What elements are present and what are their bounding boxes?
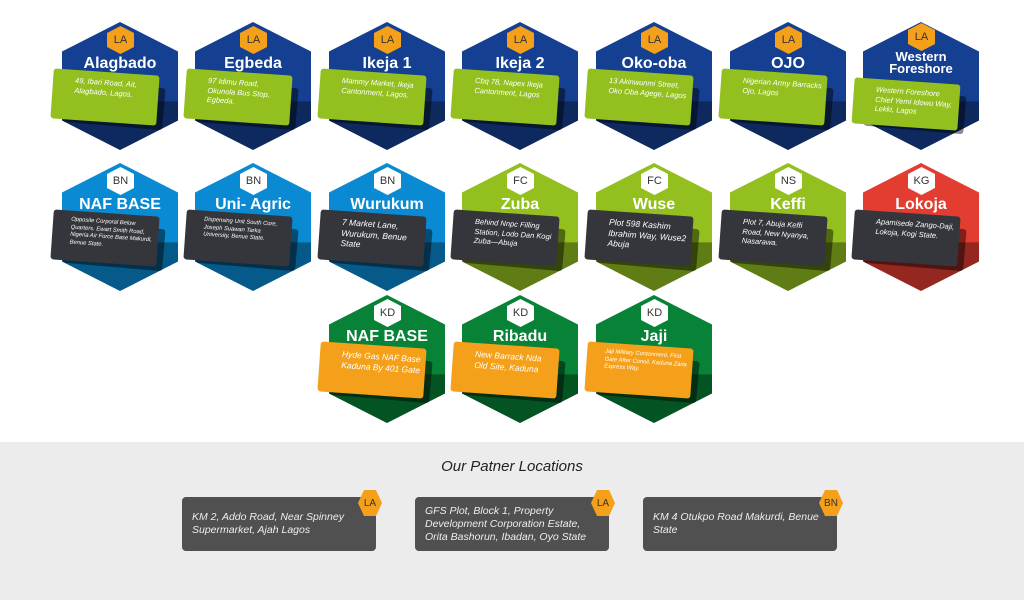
location-card: LA Nigerian Army Barracks Ojo, Lagos OJO: [718, 22, 858, 162]
location-address: Opposite Corporal Below Quarters. Ewart …: [50, 209, 160, 267]
location-name: Ikeja 2: [495, 55, 545, 72]
location-address: 7 Market Lane, Wurukum, Benue State: [317, 209, 427, 267]
partner-locations-section: Our Patner Locations KM 2, Addo Road, Ne…: [0, 442, 1024, 600]
location-name: Uni- Agric: [215, 196, 291, 213]
location-address: Plot 7, Abuja Keffi Road, New Nyanya, Na…: [718, 209, 828, 267]
location-name: Lokoja: [895, 196, 947, 213]
location-card: KD Hyde Gas NAF Base Kaduna By 401 Gate …: [317, 295, 457, 435]
partner-location-card: KM 2, Addo Road, Near Spinney Supermarke…: [182, 490, 382, 551]
location-name: Western Foreshore: [889, 49, 953, 76]
location-card: LA Cbq 78, Napex Ikeja Cantonment, Lagos…: [450, 22, 590, 162]
location-address: Cbq 78, Napex Ikeja Cantonment, Lagos: [450, 68, 560, 126]
location-name: Alagbado: [83, 55, 157, 72]
location-card: FC Plot 598 Kashim Ibrahim Way, Wuse2 Ab…: [584, 163, 724, 303]
location-name: Wurukum: [350, 196, 424, 213]
partner-location-card: KM 4 Otukpo Road Makurdi, Benue State BN: [643, 490, 843, 551]
location-address: Dispensing Unit South Core, Joseph Suawa…: [183, 209, 293, 267]
state-badge: FC: [641, 167, 668, 195]
location-name: Keffi: [770, 196, 806, 213]
partner-location-card: GFS Plot, Block 1, Property Development …: [415, 490, 615, 551]
state-badge: LA: [591, 490, 615, 516]
partner-address: KM 2, Addo Road, Near Spinney Supermarke…: [192, 511, 344, 536]
location-card: LA 97 Idimu Road, Okunola Bus Stop, Egbe…: [183, 22, 323, 162]
location-address: Mammy Market, Ikeja Cantonment, Lagos.: [317, 68, 427, 126]
state-badge: NS: [775, 167, 802, 195]
location-card: KG Apamisede Zango-Daji, Lokoja, Kogi St…: [851, 163, 991, 303]
location-address: Hyde Gas NAF Base Kaduna By 401 Gate: [317, 341, 427, 399]
location-name: Egbeda: [224, 55, 282, 72]
state-badge: BN: [107, 167, 134, 195]
state-badge: FC: [507, 167, 534, 195]
location-card: NS Plot 7, Abuja Keffi Road, New Nyanya,…: [718, 163, 858, 303]
location-card: KD Jaji Military Contonment, First Gate …: [584, 295, 724, 435]
location-name: Oko-oba: [621, 55, 687, 72]
state-badge: KG: [908, 167, 935, 195]
location-address: Nigerian Army Barracks Ojo, Lagos: [718, 68, 828, 126]
location-name: Zuba: [500, 196, 540, 213]
location-name: Jaji: [640, 328, 668, 345]
location-address: 13 Akinwunmi Street, Oko Oba Agege, Lago…: [584, 68, 694, 126]
location-name: NAF BASE: [79, 196, 161, 213]
state-badge: BN: [240, 167, 267, 195]
location-card: LA Mammy Market, Ikeja Cantonment, Lagos…: [317, 22, 457, 162]
location-address: Western Foreshore Chief Yemi Idowu Way, …: [851, 77, 961, 131]
location-address: 97 Idimu Road, Okunola Bus Stop, Egbeda.: [183, 68, 293, 126]
location-address: New Barrack Nda Old Site, Kaduna: [450, 341, 560, 399]
location-card: FC Behind Nnpc Filling Station, Lodo Dan…: [450, 163, 590, 303]
state-badge: LA: [358, 490, 382, 516]
location-card: LA Western Foreshore Chief Yemi Idowu Wa…: [851, 22, 991, 162]
partner-address: KM 4 Otukpo Road Makurdi, Benue State: [653, 511, 819, 536]
location-name: Wuse: [632, 196, 676, 213]
location-card: BN Opposite Corporal Below Quarters. Ewa…: [50, 163, 190, 303]
location-address: Behind Nnpc Filling Station, Lodo Dan Ko…: [450, 209, 560, 267]
state-badge: BN: [374, 167, 401, 195]
location-name: NAF BASE: [346, 328, 428, 345]
location-card: BN Dispensing Unit South Core, Joseph Su…: [183, 163, 323, 303]
location-name: Ikeja 1: [362, 55, 412, 72]
location-address: 49, Ibari Road, Ait, Alagbado, Lagos.: [50, 68, 160, 126]
location-card: KD New Barrack Nda Old Site, Kaduna Riba…: [450, 295, 590, 435]
location-address: Jaji Military Contonment, First Gate Aft…: [584, 341, 694, 399]
partner-locations-title: Our Patner Locations: [441, 458, 583, 475]
state-badge: BN: [819, 490, 843, 516]
location-address: Apamisede Zango-Daji, Lokoja, Kogi State…: [851, 209, 961, 267]
location-card: BN 7 Market Lane, Wurukum, Benue State W…: [317, 163, 457, 303]
location-name: OJO: [771, 55, 805, 72]
location-card: LA 13 Akinwunmi Street, Oko Oba Agege, L…: [584, 22, 724, 162]
location-card: LA 49, Ibari Road, Ait, Alagbado, Lagos.…: [50, 22, 190, 162]
location-address: Plot 598 Kashim Ibrahim Way, Wuse2 Abuja: [584, 209, 694, 267]
partner-address: GFS Plot, Block 1, Property Development …: [425, 504, 587, 543]
location-name: Ribadu: [492, 328, 548, 345]
